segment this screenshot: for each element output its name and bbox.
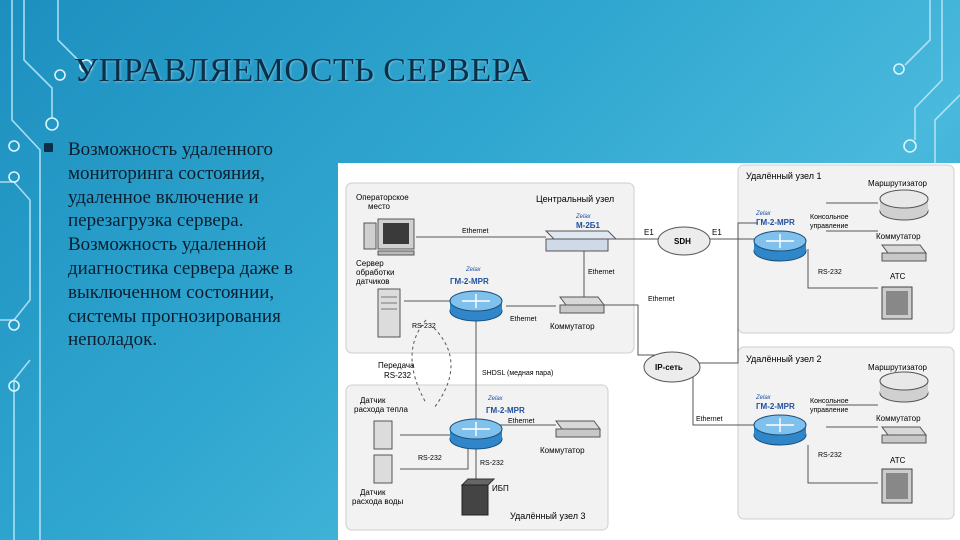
router-icon-remote1: [753, 230, 807, 262]
network-diagram: Центральный узел Операторское место Ethe…: [338, 163, 960, 540]
mux-brand: Zelax: [575, 214, 592, 220]
e1-label-left: E1: [644, 228, 654, 237]
transfer-label-1: Передача: [378, 361, 415, 370]
router-model-central: ГМ-2-MPR: [450, 277, 489, 286]
sdh-cloud-icon: [657, 226, 711, 256]
router-icon-central: [449, 290, 503, 322]
ethernet-label-central-1: Ethernet: [462, 228, 489, 235]
console-label-remote2-1: Консольное: [810, 398, 849, 405]
remote-node-1-label: Удалённый узел 1: [746, 171, 821, 181]
switch-icon-central: [559, 296, 605, 314]
switch-label-remote2: Коммутатор: [876, 414, 921, 423]
ups-label: ИБП: [492, 484, 509, 493]
router-label-remote2: Маршрутизатор: [868, 363, 928, 372]
server-label-2: обработки: [356, 268, 394, 277]
sensor-water-icon: [373, 454, 393, 484]
router-brand-remote1: Zelax: [755, 211, 772, 217]
sensor-heat-label-1: Датчик: [360, 396, 386, 405]
router-device-icon-remote2: [879, 371, 929, 403]
remote-node-3-panel: [345, 384, 609, 531]
rs232-label-remote1: RS-232: [818, 269, 842, 276]
remote-node-3-label: Удалённый узел 3: [510, 511, 585, 521]
rs232-label-remote3-1: RS-232: [418, 455, 442, 462]
ethernet-label-remote2: Ethernet: [696, 416, 723, 423]
bullet-text: Возможность удаленного мониторинга состо…: [68, 139, 293, 351]
router-icon-remote2: [753, 414, 807, 446]
e1-label-right: E1: [712, 228, 722, 237]
console-label-remote1-2: управление: [810, 223, 848, 230]
console-label-remote1-1: Консольное: [810, 214, 849, 221]
switch-label-remote1: Коммутатор: [876, 232, 921, 241]
ethernet-label-central-3: Ethernet: [510, 316, 537, 323]
switch-icon-remote1: [881, 244, 927, 262]
server-label-1: Сервер: [356, 259, 384, 268]
ethernet-label-remote3: Ethernet: [508, 418, 535, 425]
mux-model: М-2Б1: [576, 221, 601, 230]
sensor-water-label-1: Датчик: [360, 488, 386, 497]
router-model-remote1: ГМ-2-MPR: [756, 218, 795, 227]
sensor-water-label-2: расхода воды: [352, 497, 404, 506]
computer-icon: [363, 218, 415, 256]
atc-label-remote2: АТС: [890, 456, 906, 465]
router-label-remote1: Маршрутизатор: [868, 179, 928, 188]
transfer-label-2: RS-232: [384, 371, 412, 380]
atc-icon-remote1: [881, 286, 913, 320]
router-device-icon-remote1: [879, 189, 929, 221]
router-brand-central: Zelax: [465, 267, 482, 273]
operator-place-label-1: Операторское: [356, 193, 409, 202]
rs232-label-remote2: RS-232: [818, 452, 842, 459]
operator-place-label-2: место: [368, 202, 391, 211]
router-brand-remote2: Zelax: [755, 395, 772, 401]
sensor-heat-icon: [373, 420, 393, 450]
slide-title: УПРАВЛЯЕМОСТЬ СЕРВЕРА: [74, 52, 532, 89]
sensor-heat-label-2: расхода тепла: [354, 405, 408, 414]
router-model-remote2: ГМ-2-MPR: [756, 402, 795, 411]
central-node-label: Центральный узел: [536, 194, 614, 204]
ethernet-label-central-2: Ethernet: [588, 269, 615, 276]
ip-cloud-icon: [643, 351, 701, 383]
remote-node-2-label: Удалённый узел 2: [746, 354, 821, 364]
atc-label-remote1: АТС: [890, 272, 906, 281]
switch-label-remote3: Коммутатор: [540, 446, 585, 455]
rs232-label-remote3-2: RS-232: [480, 460, 504, 467]
shdsl-label: SHDSL (медная пара): [482, 370, 553, 377]
ups-icon: [460, 478, 496, 516]
router-model-remote3: ГМ-2-MPR: [486, 406, 525, 415]
ip-net-label: IP-сеть: [655, 363, 683, 372]
atc-icon-remote2: [881, 468, 913, 504]
rs232-label-central: RS-232: [412, 323, 436, 330]
ethernet-label-central-4: Ethernet: [648, 296, 675, 303]
switch-icon-remote3: [555, 420, 601, 438]
server-icon: [377, 288, 401, 338]
multiplexer-icon: [544, 230, 618, 252]
sdh-label: SDH: [674, 237, 691, 246]
console-label-remote2-2: управление: [810, 407, 848, 414]
server-label-3: датчиков: [356, 277, 390, 286]
router-icon-remote3: [449, 418, 503, 450]
router-brand-remote3: Zelax: [487, 396, 504, 402]
bullet-marker: [44, 143, 53, 152]
switch-icon-remote2: [881, 426, 927, 444]
switch-label-central: Коммутатор: [550, 322, 595, 331]
